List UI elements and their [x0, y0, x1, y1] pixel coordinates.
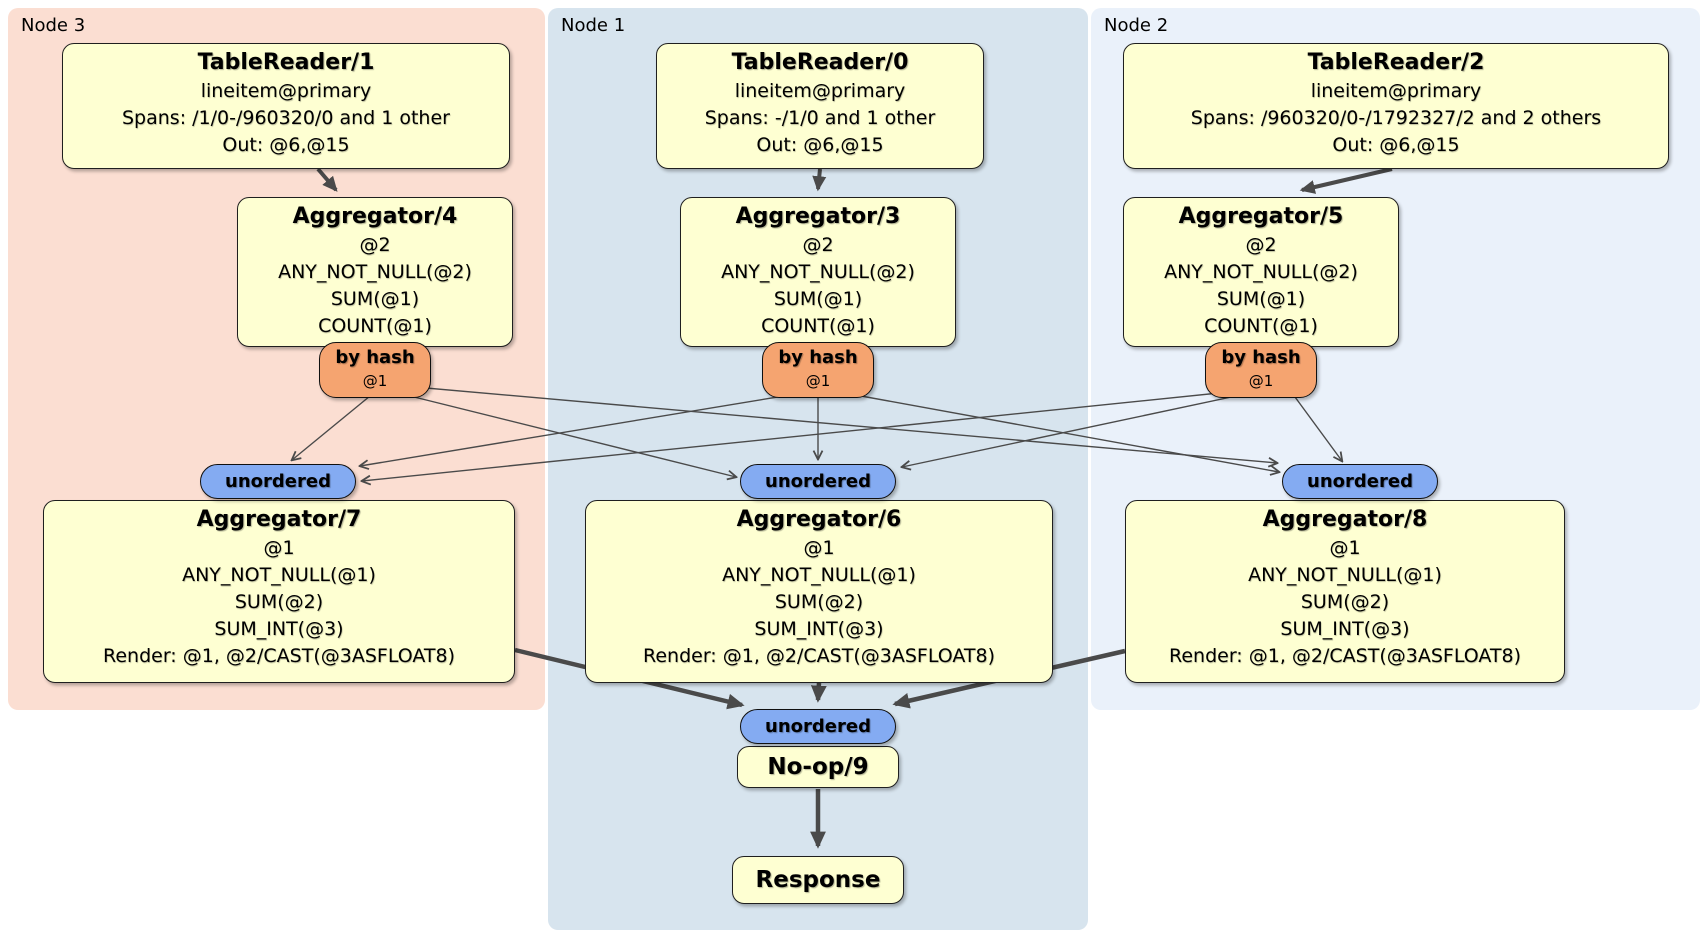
router-sub-label: @1 [1248, 372, 1274, 390]
edge-agg6-unordered-final [810, 682, 827, 703]
processor-detail-line: Spans: /1/0-/960320/0 and 1 other [122, 107, 450, 129]
router-label: by hash [1221, 347, 1301, 368]
edge-tr0-agg3 [812, 168, 827, 192]
router-sub-label: @1 [805, 372, 831, 390]
processor-detail-line: lineitem@primary [200, 80, 372, 102]
processor-detail-line: @1 [263, 537, 295, 559]
processor-title: TableReader/1 [197, 50, 375, 75]
processor-tablereader-2: TableReader/2 lineitem@primary Spans: /9… [1123, 43, 1669, 169]
processor-detail-line: Spans: /960320/0-/1792327/2 and 2 others [1190, 107, 1602, 129]
sync-label: unordered [765, 470, 871, 492]
processor-detail-line: Render: @1, @2/CAST(@3ASFLOAT8) [103, 645, 455, 667]
processor-aggregator-4: Aggregator/4 @2 ANY_NOT_NULL(@2) SUM(@1)… [237, 197, 513, 347]
processor-detail-line: SUM_INT(@3) [1280, 618, 1410, 640]
processor-title: Aggregator/7 [196, 507, 362, 532]
processor-detail-line: ANY_NOT_NULL(@2) [278, 261, 472, 283]
sync-unordered-final: unordered [740, 709, 896, 744]
processor-title: No-op/9 [767, 754, 869, 780]
edge-hash2-unordered3 [362, 389, 1249, 481]
processor-detail-line: Out: @6,@15 [1332, 134, 1460, 156]
processor-detail-line: COUNT(@1) [318, 315, 432, 337]
sync-unordered-node1: unordered [740, 464, 896, 499]
sync-unordered-node2: unordered [1282, 464, 1438, 499]
processor-detail-line: SUM(@2) [1300, 591, 1390, 613]
edge-hash2-unordered1 [902, 392, 1251, 467]
sync-label: unordered [1307, 470, 1413, 492]
edge-hash3-unordered1 [389, 390, 736, 477]
processor-detail-line: Render: @1, @2/CAST(@3ASFLOAT8) [643, 645, 995, 667]
processor-tablereader-0: TableReader/0 lineitem@primary Spans: -/… [656, 43, 984, 169]
sync-label: unordered [225, 470, 331, 492]
processor-title: Aggregator/4 [292, 204, 458, 229]
router-label: by hash [335, 347, 415, 368]
router-by-hash-node3: by hash @1 [319, 342, 431, 398]
processor-detail-line: ANY_NOT_NULL(@1) [1248, 564, 1442, 586]
processor-detail-line: SUM_INT(@3) [214, 618, 344, 640]
processor-detail-line: Out: @6,@15 [222, 134, 350, 156]
processor-aggregator-7: Aggregator/7 @1 ANY_NOT_NULL(@1) SUM(@2)… [43, 500, 515, 683]
processor-detail-line: Render: @1, @2/CAST(@3ASFLOAT8) [1169, 645, 1521, 667]
processor-detail-line: Out: @6,@15 [756, 134, 884, 156]
processor-detail-line: COUNT(@1) [761, 315, 875, 337]
node-group-label: Node 2 [1104, 15, 1169, 36]
processor-tablereader-1: TableReader/1 lineitem@primary Spans: /1… [62, 43, 510, 169]
processor-detail-line: ANY_NOT_NULL(@2) [721, 261, 915, 283]
processor-title: Aggregator/3 [735, 204, 901, 229]
processor-detail-line: SUM_INT(@3) [754, 618, 884, 640]
processor-aggregator-8: Aggregator/8 @1 ANY_NOT_NULL(@1) SUM(@2)… [1125, 500, 1565, 683]
edge-hash2-unordered2 [1294, 396, 1342, 461]
processor-detail-line: @1 [1329, 537, 1361, 559]
edge-hash3-unordered2 [391, 384, 1277, 463]
processor-title: TableReader/2 [1307, 50, 1485, 75]
edge-tr2-agg5 [1299, 167, 1393, 194]
processor-detail-line: lineitem@primary [734, 80, 906, 102]
router-by-hash-node1: by hash @1 [762, 342, 874, 398]
processor-detail-line: COUNT(@1) [1204, 315, 1318, 337]
processor-detail-line: ANY_NOT_NULL(@1) [722, 564, 916, 586]
router-label: by hash [778, 347, 858, 368]
node-group-label: Node 1 [561, 15, 626, 36]
sync-label: unordered [765, 715, 871, 737]
processor-noop-9: No-op/9 [737, 746, 899, 788]
processor-detail-line: SUM(@1) [1216, 288, 1306, 310]
processor-title: Aggregator/5 [1178, 204, 1344, 229]
processor-response: Response [732, 856, 904, 904]
processor-detail-line: @2 [1245, 234, 1277, 256]
edge-hash1-unordered2 [827, 389, 1279, 472]
processor-detail-line: SUM(@1) [330, 288, 420, 310]
edge-hash1-unordered3 [360, 391, 809, 466]
sync-unordered-node3: unordered [200, 464, 356, 499]
processor-detail-line: @1 [803, 537, 835, 559]
processor-detail-line: SUM(@1) [773, 288, 863, 310]
processor-detail-line: SUM(@2) [774, 591, 864, 613]
router-by-hash-node2: by hash @1 [1205, 342, 1317, 398]
processor-aggregator-5: Aggregator/5 @2 ANY_NOT_NULL(@2) SUM(@1)… [1123, 197, 1399, 347]
router-sub-label: @1 [362, 372, 388, 390]
processor-detail-line: lineitem@primary [1310, 80, 1482, 102]
edge-tr1-agg4 [316, 167, 338, 192]
processor-detail-line: ANY_NOT_NULL(@1) [182, 564, 376, 586]
processor-detail-line: Spans: -/1/0 and 1 other [704, 107, 936, 129]
processor-title: Aggregator/8 [1262, 507, 1428, 532]
node-group-label: Node 3 [21, 15, 86, 36]
processor-detail-line: @2 [802, 234, 834, 256]
processor-title: TableReader/0 [731, 50, 909, 75]
processor-detail-line: @2 [359, 234, 391, 256]
edge-hash3-unordered3 [292, 395, 371, 460]
processor-aggregator-6: Aggregator/6 @1 ANY_NOT_NULL(@1) SUM(@2)… [585, 500, 1053, 683]
processor-detail-line: ANY_NOT_NULL(@2) [1164, 261, 1358, 283]
processor-aggregator-3: Aggregator/3 @2 ANY_NOT_NULL(@2) SUM(@1)… [680, 197, 956, 347]
processor-title: Aggregator/6 [736, 507, 902, 532]
processor-title: Response [755, 867, 881, 893]
processor-detail-line: SUM(@2) [234, 591, 324, 613]
